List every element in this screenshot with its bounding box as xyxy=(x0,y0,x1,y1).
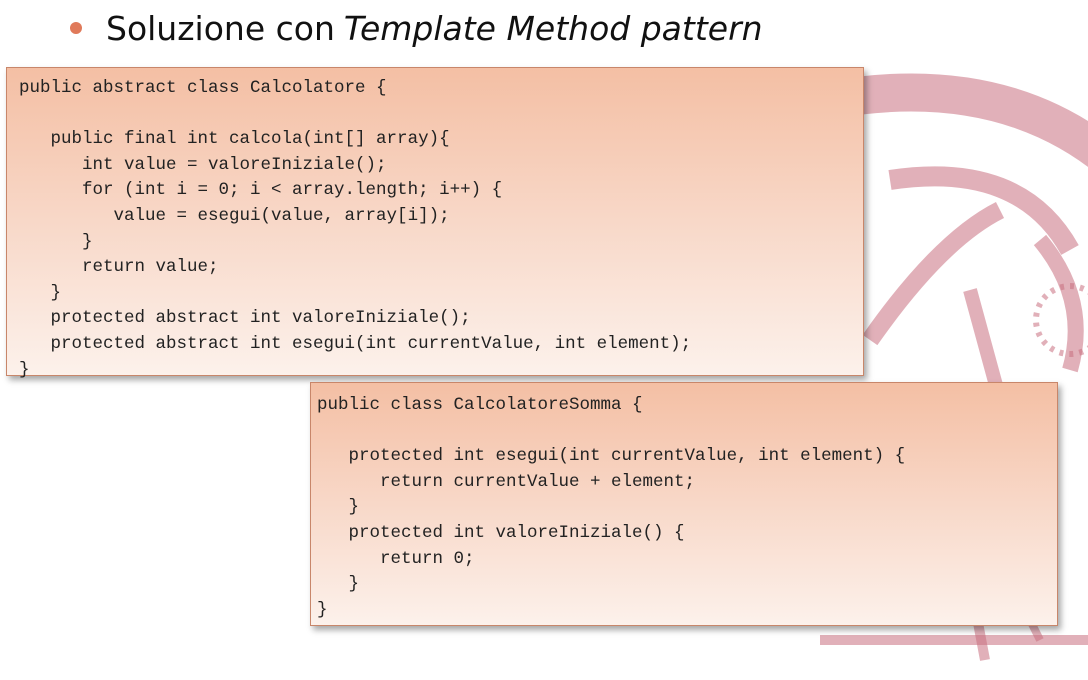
code-line: public abstract class Calcolatore { xyxy=(19,78,387,98)
code-line: protected int esegui(int currentValue, i… xyxy=(317,446,906,467)
code-line: public final int calcola(int[] array){ xyxy=(19,129,450,150)
slide-heading: Soluzione con Template Method pattern xyxy=(70,6,763,50)
code-line: } xyxy=(317,574,360,595)
code-block-concrete-class: public class CalcolatoreSomma { protecte… xyxy=(310,382,1058,626)
code-line: } xyxy=(19,359,30,380)
code-line: public class CalcolatoreSomma { xyxy=(317,395,643,415)
code-line: protected abstract int valoreIniziale(); xyxy=(19,308,471,329)
code-line xyxy=(317,419,1057,445)
code-line: protected int valoreIniziale() { xyxy=(317,522,685,543)
heading-emphasis: Template Method pattern xyxy=(343,8,763,48)
code-line: int value = valoreIniziale(); xyxy=(19,154,387,175)
code-line: } xyxy=(19,282,62,303)
code-line: } xyxy=(317,599,328,620)
code-line: return 0; xyxy=(317,548,475,569)
code-line xyxy=(19,102,863,128)
code-line: protected abstract int esegui(int curren… xyxy=(19,333,692,354)
heading-prefix: Soluzione con xyxy=(106,8,335,48)
code-line: value = esegui(value, array[i]); xyxy=(19,205,450,226)
bullet-icon xyxy=(70,22,82,34)
code-line: return currentValue + element; xyxy=(317,471,696,492)
code-line: } xyxy=(19,231,93,252)
code-line: } xyxy=(317,497,360,518)
code-block-abstract-class: public abstract class Calcolatore { publ… xyxy=(6,67,864,380)
code-line: return value; xyxy=(19,257,219,278)
code-line: for (int i = 0; i < array.length; i++) { xyxy=(19,180,503,201)
